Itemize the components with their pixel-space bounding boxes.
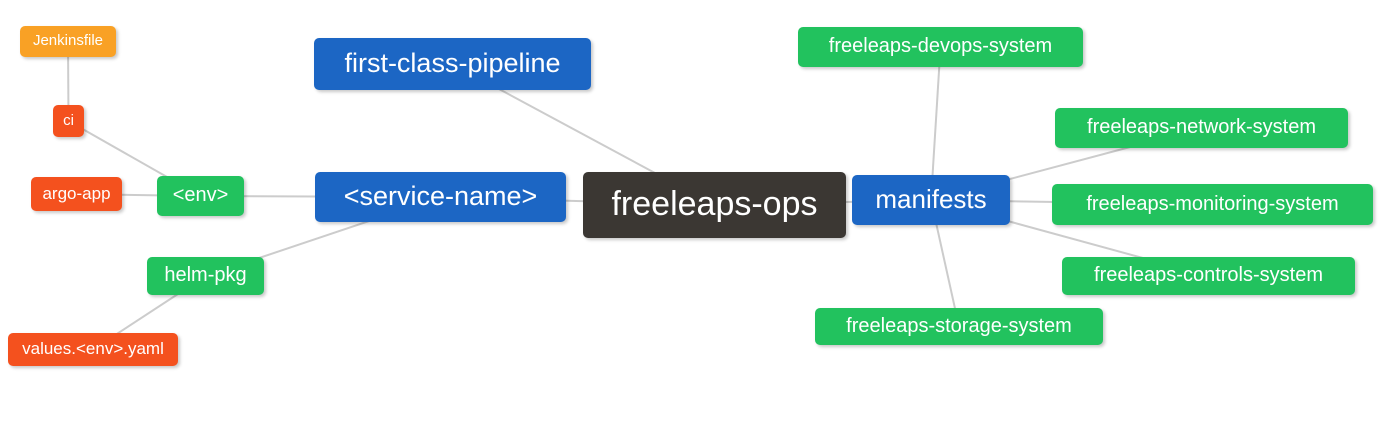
node-freeleaps-monitoring-system[interactable]: freeleaps-monitoring-system	[1052, 184, 1373, 225]
node-label: manifests	[875, 184, 987, 214]
node-label: freeleaps-monitoring-system	[1086, 192, 1339, 215]
node-label: argo-app	[42, 183, 111, 203]
node-label: <env>	[172, 184, 229, 206]
node-freeleaps-storage-system[interactable]: freeleaps-storage-system	[815, 308, 1103, 345]
node-label: first-class-pipeline	[344, 47, 561, 78]
node-freeleaps-ops[interactable]: freeleaps-ops	[583, 172, 846, 238]
node-first-class-pipeline[interactable]: first-class-pipeline	[314, 38, 591, 90]
node-label: freeleaps-controls-system	[1094, 264, 1323, 286]
node-label: values.<env>.yaml	[22, 339, 164, 358]
node-label: freeleaps-network-system	[1087, 116, 1316, 138]
node-label: helm-pkg	[164, 264, 247, 286]
edge-manifests-freeleaps-devops-system	[930, 46, 942, 201]
node-helm-pkg[interactable]: helm-pkg	[147, 257, 264, 295]
node-freeleaps-network-system[interactable]: freeleaps-network-system	[1055, 108, 1348, 148]
node-manifests[interactable]: manifests	[852, 175, 1010, 225]
node-label: Jenkinsfile	[32, 32, 104, 49]
node-label: freeleaps-storage-system	[846, 314, 1072, 337]
node-label: <service-name>	[343, 180, 538, 211]
node-label: freeleaps-ops	[611, 185, 818, 223]
node-argo-app[interactable]: argo-app	[31, 177, 122, 211]
node-jenkinsfile[interactable]: Jenkinsfile	[20, 26, 116, 57]
node-label: ci	[63, 111, 74, 129]
node-label: freeleaps-devops-system	[828, 35, 1053, 57]
node-env[interactable]: <env>	[157, 176, 244, 216]
node-ci[interactable]: ci	[53, 105, 84, 137]
node-freeleaps-controls-system[interactable]: freeleaps-controls-system	[1062, 257, 1355, 295]
node-service-name[interactable]: <service-name>	[315, 172, 566, 222]
node-values-env-yaml[interactable]: values.<env>.yaml	[8, 333, 178, 366]
node-freeleaps-devops-system[interactable]: freeleaps-devops-system	[798, 27, 1083, 67]
